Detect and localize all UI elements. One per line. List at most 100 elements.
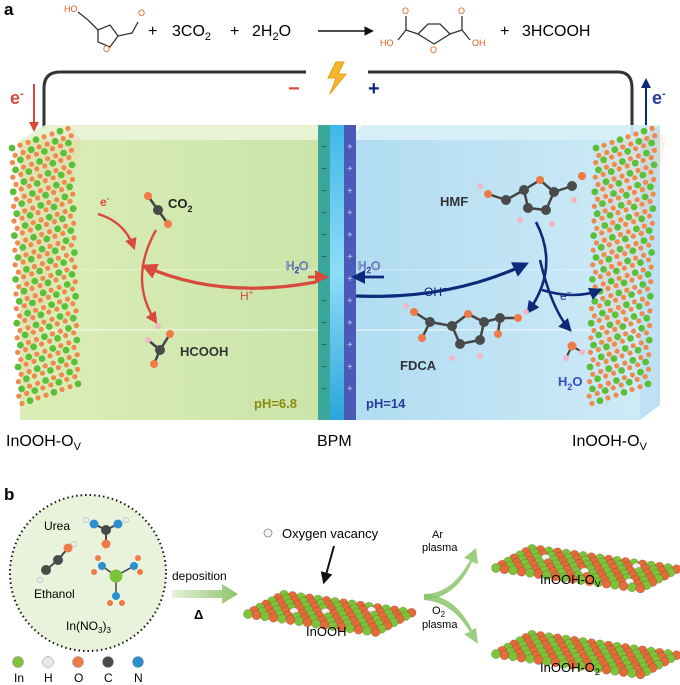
in-atom [51,247,59,255]
o-atom [60,230,66,236]
o-atom [53,277,59,283]
o-atom [642,208,648,215]
o-atom [615,195,622,201]
o-atom [611,341,618,347]
hydroxide-arrow [355,262,529,298]
o-atom [12,247,18,253]
membrane-plus-sign: + [347,164,353,175]
o-atom [638,245,644,251]
o-atom [42,363,48,369]
o-atom [634,376,640,382]
equation-co2: 3CO2 [172,23,211,43]
in-atom [625,213,633,221]
in-atom [590,341,597,349]
ar-plasma-line2: plasma [422,542,458,554]
in-atom [41,333,48,341]
o-atom [19,215,25,221]
in-atom [602,178,610,186]
o-atom [605,271,612,277]
o-atom [15,269,21,275]
o-atom [15,240,21,246]
in-atom [23,375,30,383]
o-atom [73,308,79,314]
o-atom [21,193,27,199]
legend-swatch-c [102,656,114,668]
anode-electron-label: e− [560,288,572,303]
equation-plus-2: + [230,23,239,40]
o-atom [35,380,41,386]
o-atom [63,223,69,229]
in-atom [587,319,595,327]
o-atom [607,227,613,233]
in-atom [62,346,70,354]
o-atom [37,297,44,303]
o-atom [69,257,75,263]
o-atom [25,154,31,160]
o-atom [640,267,646,273]
in-atom [648,139,655,147]
co2-molecule [144,192,172,228]
o-atom [39,261,46,267]
in-atom [621,235,629,243]
o-atom [591,313,598,319]
in-atom [639,171,647,179]
in-atom [629,356,637,364]
o-atom [604,149,610,156]
in-atom [19,244,27,251]
in-atom [53,291,60,298]
o-atom [54,211,60,217]
in-atom [12,276,19,283]
o-atom [621,265,628,271]
in-atom [623,301,630,309]
membrane-plus-sign: + [347,362,353,373]
o-atom [23,347,29,353]
svg-text:H2O: H2O [286,259,308,275]
o-atom [35,395,41,401]
svg-text:O: O [458,6,465,16]
o-atom [636,318,642,324]
cathode-electron-label: e- [100,194,110,209]
o-atom [633,146,639,152]
in-atom [630,313,638,320]
o-atom [629,262,636,268]
o-atom [53,153,59,159]
o-atom [619,338,626,344]
in-atom [35,223,42,231]
water-molecule [563,341,585,361]
o-atom [32,293,38,299]
o-atom [26,368,32,375]
o-atom [65,296,71,302]
o-atom [69,147,75,153]
o-atom [66,354,72,361]
anode-electron-arrow [541,287,603,300]
circuit-minus: − [288,78,300,100]
in-atom [33,180,41,187]
o-atom [24,390,30,396]
in-atom [634,346,642,354]
o-atom [9,160,15,166]
o-atom [609,154,615,160]
in-atom [594,375,601,383]
o-atom [14,335,20,341]
in-atom [69,205,77,213]
in-atom [26,397,34,405]
membrane-minus-sign: − [321,208,327,219]
o-atom [56,284,62,290]
o-atom [13,291,19,297]
o-atom [23,361,29,367]
o-atom [15,349,21,355]
o-atom [587,379,593,385]
o-atom [592,284,598,290]
o-atom [30,315,36,321]
o-atom [43,221,50,227]
o-atom [41,134,47,140]
o-atom [12,152,18,158]
in-atom [624,257,631,265]
in-atom [65,324,72,332]
o-atom [58,157,64,163]
in-atom [615,289,623,297]
in-atom [38,245,46,253]
o-atom [13,181,19,188]
ethanol-label: Ethanol [34,587,75,601]
